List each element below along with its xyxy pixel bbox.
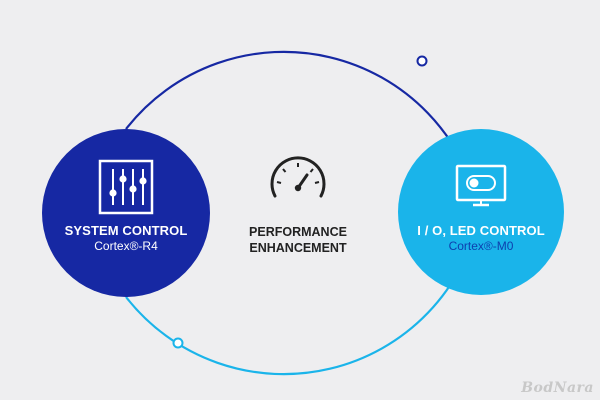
system-control-subtitle: Cortex®-R4: [94, 239, 158, 253]
sliders-icon: [98, 159, 154, 215]
enhancement-label: ENHANCEMENT: [249, 241, 347, 255]
top-arc-endpoint: [416, 55, 428, 67]
io-led-control-title: I / O, LED CONTROL: [417, 223, 545, 238]
performance-label: PERFORMANCE: [249, 225, 347, 239]
io-led-control-subtitle: Cortex®-M0: [448, 239, 514, 253]
bottom-arc-endpoint: [172, 337, 184, 349]
io-led-control-node: I / O, LED CONTROL Cortex®-M0: [398, 129, 564, 295]
watermark-logo: BodNara: [521, 380, 594, 396]
performance-enhancement: PERFORMANCE ENHANCEMENT: [228, 152, 368, 256]
system-control-node: SYSTEM CONTROL Cortex®-R4: [42, 129, 210, 297]
speedometer-icon: [270, 156, 326, 198]
system-control-title: SYSTEM CONTROL: [64, 223, 188, 238]
monitor-toggle-icon: [455, 164, 507, 207]
